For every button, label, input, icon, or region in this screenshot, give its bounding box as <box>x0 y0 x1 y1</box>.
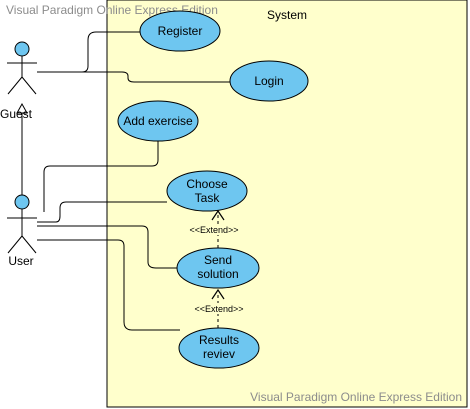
watermark-bottom: Visual Paradigm Online Express Edition <box>250 390 462 404</box>
use-case-register[interactable]: Register <box>139 10 221 52</box>
system-label: System <box>267 8 307 22</box>
use-case-results-line1: Results <box>199 333 239 347</box>
actor-guest-legs <box>7 76 37 95</box>
actor-user[interactable] <box>7 194 37 254</box>
use-case-send-solution-line1: Send <box>204 253 232 267</box>
generalization-arrowhead <box>16 102 28 114</box>
extend-arrowhead-2 <box>211 288 225 300</box>
use-case-results-review[interactable]: Results reviev <box>178 327 260 369</box>
use-case-login-label: Login <box>254 74 283 88</box>
use-case-login[interactable]: Login <box>229 60 309 102</box>
actor-user-label: User <box>8 254 33 268</box>
actor-user-head <box>14 194 30 210</box>
system-boundary <box>106 0 468 408</box>
use-case-send-solution-line2: solution <box>197 267 238 281</box>
use-case-add-exercise-label: Add exercise <box>123 114 193 128</box>
actor-user-legs <box>7 235 37 254</box>
use-case-register-label: Register <box>158 24 203 38</box>
actor-guest-head <box>14 41 30 57</box>
use-case-choose-task-line1: Choose <box>186 177 228 191</box>
use-case-results-line2: reviev <box>203 347 235 361</box>
association-lines <box>21 31 230 331</box>
actor-guest-label: Guest <box>0 107 33 121</box>
guest-login-line <box>37 71 230 83</box>
user-results-line <box>37 239 180 331</box>
actor-guest[interactable] <box>7 41 37 95</box>
use-case-add-exercise[interactable]: Add exercise <box>117 100 199 142</box>
user-add-exercise-line <box>43 140 159 212</box>
user-send-solution-line <box>37 225 177 269</box>
extend-arrowhead-1 <box>211 209 225 221</box>
extend-label-2-bg <box>188 303 250 314</box>
use-case-choose-task-line2: Task <box>195 191 221 205</box>
user-choose-task-line <box>37 201 167 223</box>
extend-label-2: <<Extend>> <box>194 304 243 314</box>
use-case-choose-task[interactable]: Choose Task <box>166 170 248 212</box>
extend-label-1-bg <box>183 224 245 235</box>
use-case-send-solution[interactable]: Send solution <box>176 247 260 289</box>
extend-label-1: <<Extend>> <box>189 225 238 235</box>
extend-arrowheads <box>211 209 225 300</box>
